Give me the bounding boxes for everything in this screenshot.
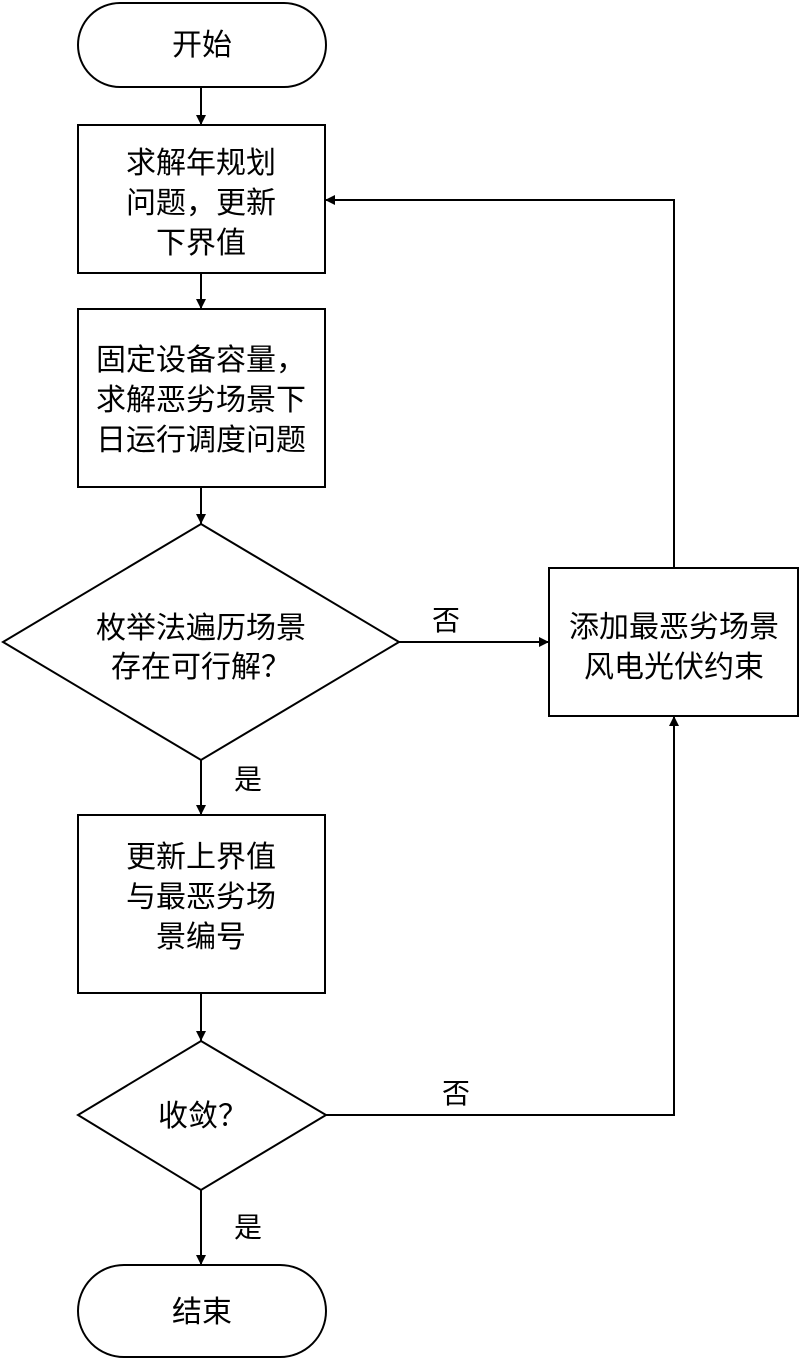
- solve-annual-line-1: 求解年规划: [126, 146, 276, 181]
- update-upper-line-3: 景编号: [156, 920, 246, 955]
- solve-annual-box: [77, 124, 326, 274]
- end-label: 结束: [172, 1295, 232, 1330]
- converge-yes-label: 是: [234, 1211, 262, 1244]
- fix-capacity-line-3: 日运行调度问题: [96, 423, 306, 458]
- enumerate-no-label: 否: [432, 604, 460, 637]
- arrow-add-to-solve: [325, 195, 675, 568]
- add-constraint-line-1: 添加最恶劣场景: [569, 610, 779, 645]
- enumerate-line-1: 枚举法遍历场景: [96, 611, 306, 646]
- start-label: 开始: [172, 28, 232, 63]
- solve-annual-line-2: 问题，更新: [126, 186, 276, 221]
- fix-capacity-line-2: 求解恶劣场景下: [96, 383, 306, 418]
- fix-capacity-line-1: 固定设备容量，: [96, 343, 306, 378]
- solve-annual-line-3: 下界值: [156, 226, 246, 261]
- update-upper-line-1: 更新上界值: [126, 840, 276, 875]
- enumerate-yes-label: 是: [234, 763, 262, 796]
- arrow-converge-no: [326, 716, 679, 1116]
- update-upper-line-2: 与最恶劣场: [126, 880, 276, 915]
- converge-label: 收敛？: [158, 1099, 248, 1134]
- enumerate-line-2: 存在可行解？: [111, 650, 291, 685]
- converge-no-label: 否: [442, 1077, 470, 1110]
- add-constraint-line-2: 风电光伏约束: [584, 650, 764, 685]
